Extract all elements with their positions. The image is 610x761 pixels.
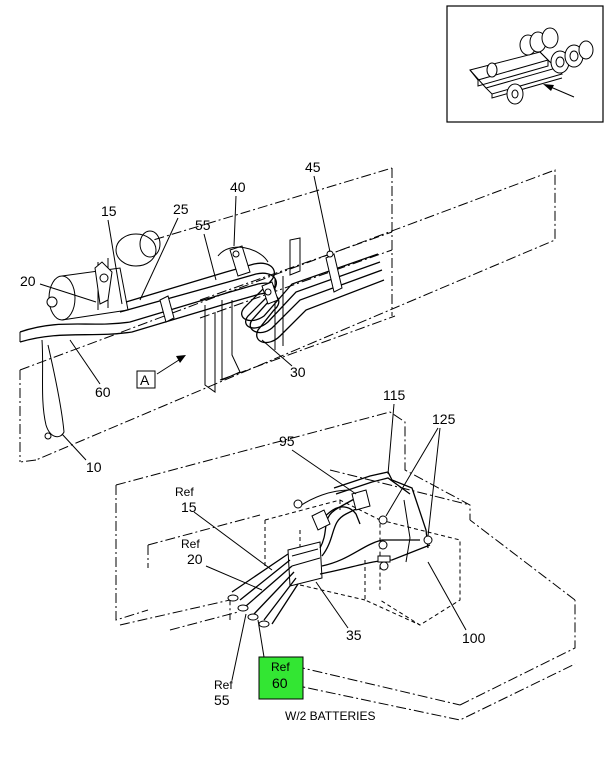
ref-60-word[interactable]: Ref xyxy=(271,660,290,674)
callout-35: 35 xyxy=(346,627,362,643)
locator-inset xyxy=(446,5,604,123)
callout-20: 20 xyxy=(20,273,36,289)
ref-60-highlight[interactable] xyxy=(258,656,304,700)
callout-125: 125 xyxy=(432,411,456,427)
view-a-label: A xyxy=(140,372,150,388)
callout-95: 95 xyxy=(279,433,295,449)
callout-30: 30 xyxy=(290,364,306,380)
callout-115: 115 xyxy=(383,387,406,403)
callout-100: 100 xyxy=(462,630,486,646)
callout-10: 10 xyxy=(86,459,102,475)
detail-caption: W/2 BATTERIES xyxy=(285,709,375,723)
battery-box-detail xyxy=(115,411,576,721)
callout-55: 55 xyxy=(195,217,211,233)
view-a-box xyxy=(136,370,156,389)
callout-60: 60 xyxy=(95,384,111,400)
ref-55-word: Ref xyxy=(214,678,233,692)
frame-rail-upper xyxy=(19,167,556,463)
ref-60-number[interactable]: 60 xyxy=(272,675,288,691)
upper-callouts: 15 25 40 45 55 20 60 30 10 A xyxy=(20,159,331,475)
callout-15: 15 xyxy=(101,203,117,219)
ref-20-number: 20 xyxy=(187,551,203,567)
callout-40: 40 xyxy=(230,179,246,195)
callout-45: 45 xyxy=(305,159,321,175)
callout-25: 25 xyxy=(173,201,189,217)
ref-55-number: 55 xyxy=(214,692,230,708)
ref-15-number: 15 xyxy=(181,499,197,515)
lower-callouts: 115 125 95 Ref 15 Ref 20 35 100 Ref 55 R… xyxy=(175,387,486,723)
ref-20-word: Ref xyxy=(181,537,200,551)
ref-15-word: Ref xyxy=(175,485,194,499)
